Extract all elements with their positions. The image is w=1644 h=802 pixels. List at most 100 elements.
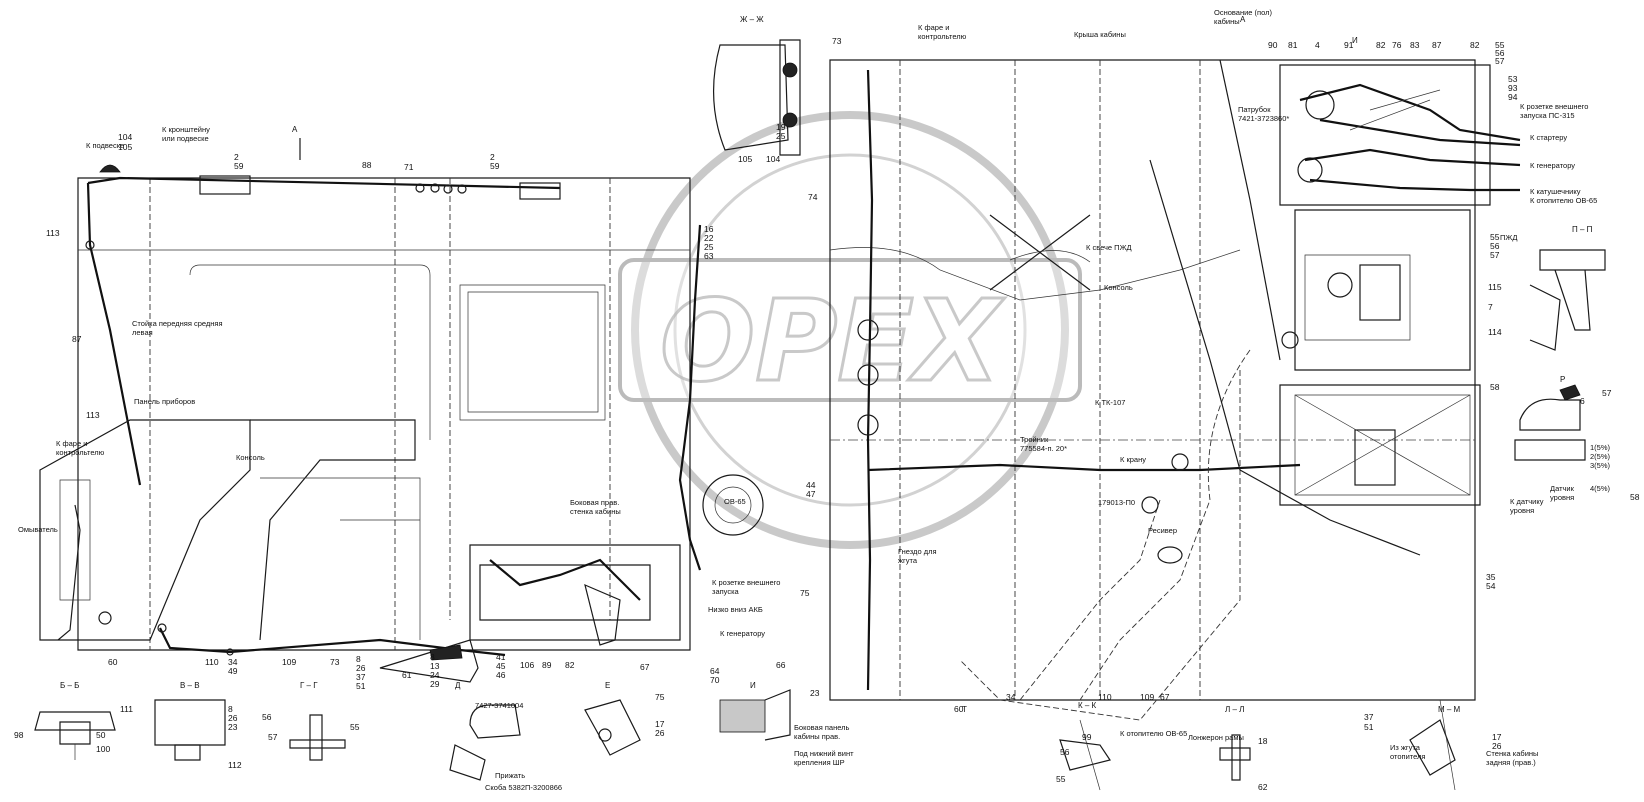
position-number: 59 — [234, 161, 244, 171]
section-a-left: А — [292, 125, 298, 134]
position-number: 90 — [1268, 40, 1278, 50]
label-tk: К ТК-107 — [1095, 398, 1125, 407]
position-number: 22 — [704, 233, 714, 243]
label-ext-socket-2: запуска — [712, 587, 740, 596]
label-console-right: Консоль — [1104, 283, 1133, 292]
label-clip: Скоба 5382П-3200866 — [485, 783, 562, 792]
label-side-panel: Боковая панель — [794, 723, 850, 732]
label-lower-bolt: Под нижний винт — [794, 749, 854, 758]
section-b: Б – Б — [60, 681, 79, 690]
watermark: OPEX — [618, 111, 1082, 549]
label-tee-part: 775584-п. 20* — [1020, 444, 1067, 453]
label-term3: 3(5%) — [1590, 461, 1611, 470]
position-number: 56 — [1490, 241, 1500, 251]
position-number: 46 — [496, 670, 506, 680]
position-number: 4 — [1315, 40, 1320, 50]
position-number: 25 — [776, 131, 786, 141]
label-receiver: Ресивер — [1148, 526, 1177, 535]
position-number: 41 — [496, 652, 506, 662]
left-cab-side-view — [39, 138, 764, 683]
label-cab-base-2: кабины — [1214, 17, 1240, 26]
label-level-sensor: К датчику — [1510, 497, 1544, 506]
position-number: 105 — [118, 142, 132, 152]
section-t: Т — [962, 705, 967, 714]
label-ov65: ОВ-65 — [724, 497, 746, 506]
section-e: Е — [605, 681, 610, 690]
label-nozzle-part: 7421-3723860* — [1238, 114, 1289, 123]
label-heater-ov: К отопителю ОВ-65 — [1120, 729, 1187, 738]
position-number: 25 — [704, 242, 714, 252]
position-number: 34 — [228, 657, 238, 667]
position-number: 58 — [1630, 492, 1640, 502]
label-level-sensor-2: уровня — [1510, 506, 1534, 515]
position-number: 61 — [402, 670, 412, 680]
position-number: 26 — [228, 713, 238, 723]
section-a-top: А — [1240, 15, 1246, 24]
position-number: 2 — [490, 152, 495, 162]
position-number: 50 — [96, 730, 106, 740]
label-post: Стойка передняя средняя — [132, 319, 223, 328]
label-console: Консоль — [236, 453, 265, 462]
position-number: 7 — [1488, 302, 1493, 312]
label-generator: К генератору — [1530, 161, 1575, 170]
label-heater: К отопителю ОВ-65 — [1530, 196, 1597, 205]
position-number: 110 — [205, 657, 219, 667]
label-bracket-part: 7427-3741004 — [475, 701, 523, 710]
position-number: 37 — [356, 672, 366, 682]
position-number: 73 — [832, 36, 842, 46]
position-number: 104 — [118, 132, 132, 142]
position-number: 98 — [14, 730, 24, 740]
label-akb: Низко вниз АКБ — [708, 605, 763, 614]
section-i: И — [750, 681, 756, 690]
position-number: 89 — [542, 660, 552, 670]
position-number: 29 — [430, 679, 440, 689]
position-number: 37 — [1364, 712, 1374, 722]
position-number: 115 — [1488, 282, 1502, 292]
position-number: 113 — [86, 410, 100, 420]
position-number: 54 — [1486, 581, 1496, 591]
label-coil: К катушечнику — [1530, 187, 1581, 196]
position-number: 26 — [655, 728, 665, 738]
position-number: 23 — [228, 722, 238, 732]
position-number: 109 — [282, 657, 296, 667]
label-rear-wall: Стенка кабины — [1486, 749, 1538, 758]
label-ext-socket-right-2: запуска ПС-315 — [1520, 111, 1575, 120]
position-number: 67 — [640, 662, 650, 672]
label-washer: Омыватель — [18, 525, 58, 534]
position-number: 105 — [738, 154, 752, 164]
position-number: 57 — [1495, 56, 1505, 66]
section-p: П – П — [1572, 225, 1593, 234]
section-m: М – М — [1438, 705, 1461, 714]
position-number: 49 — [228, 666, 238, 676]
position-number: 82 — [1376, 40, 1386, 50]
position-number: 47 — [806, 489, 816, 499]
position-number: 99 — [1082, 732, 1092, 742]
label-from-harness-2: отопителя — [1390, 752, 1426, 761]
position-number: 59 — [490, 161, 500, 171]
position-number: 113 — [46, 228, 60, 238]
label-harness-hole-2: жгута — [898, 556, 918, 565]
position-number: 88 — [362, 160, 372, 170]
position-number: 57 — [1602, 388, 1612, 398]
position-number: 13 — [430, 661, 440, 671]
right-view-labels: К фаре и контрольтелю Крыша кабины Основ… — [898, 8, 1597, 742]
section-k: К – К — [1078, 701, 1097, 710]
label-ext-socket-right: К розетке внешнего — [1520, 102, 1588, 111]
position-number: 53 — [1508, 74, 1518, 84]
right-top-view — [829, 59, 1521, 721]
label-panel: Панель приборов — [134, 397, 195, 406]
position-number: 16 — [704, 224, 714, 234]
section-v: В – В — [180, 681, 200, 690]
position-number: 93 — [1508, 83, 1518, 93]
position-number: 64 — [710, 666, 720, 676]
position-number: 71 — [404, 162, 414, 172]
position-number: 100 — [96, 744, 110, 754]
section-d: Д — [455, 681, 461, 690]
position-number: 75 — [655, 692, 665, 702]
label-from-harness: Из жгута — [1390, 743, 1421, 752]
position-number: 112 — [228, 760, 242, 770]
label-horn: К подвеске — [86, 141, 124, 150]
label-part-179013: 179013-П0 — [1098, 498, 1135, 507]
